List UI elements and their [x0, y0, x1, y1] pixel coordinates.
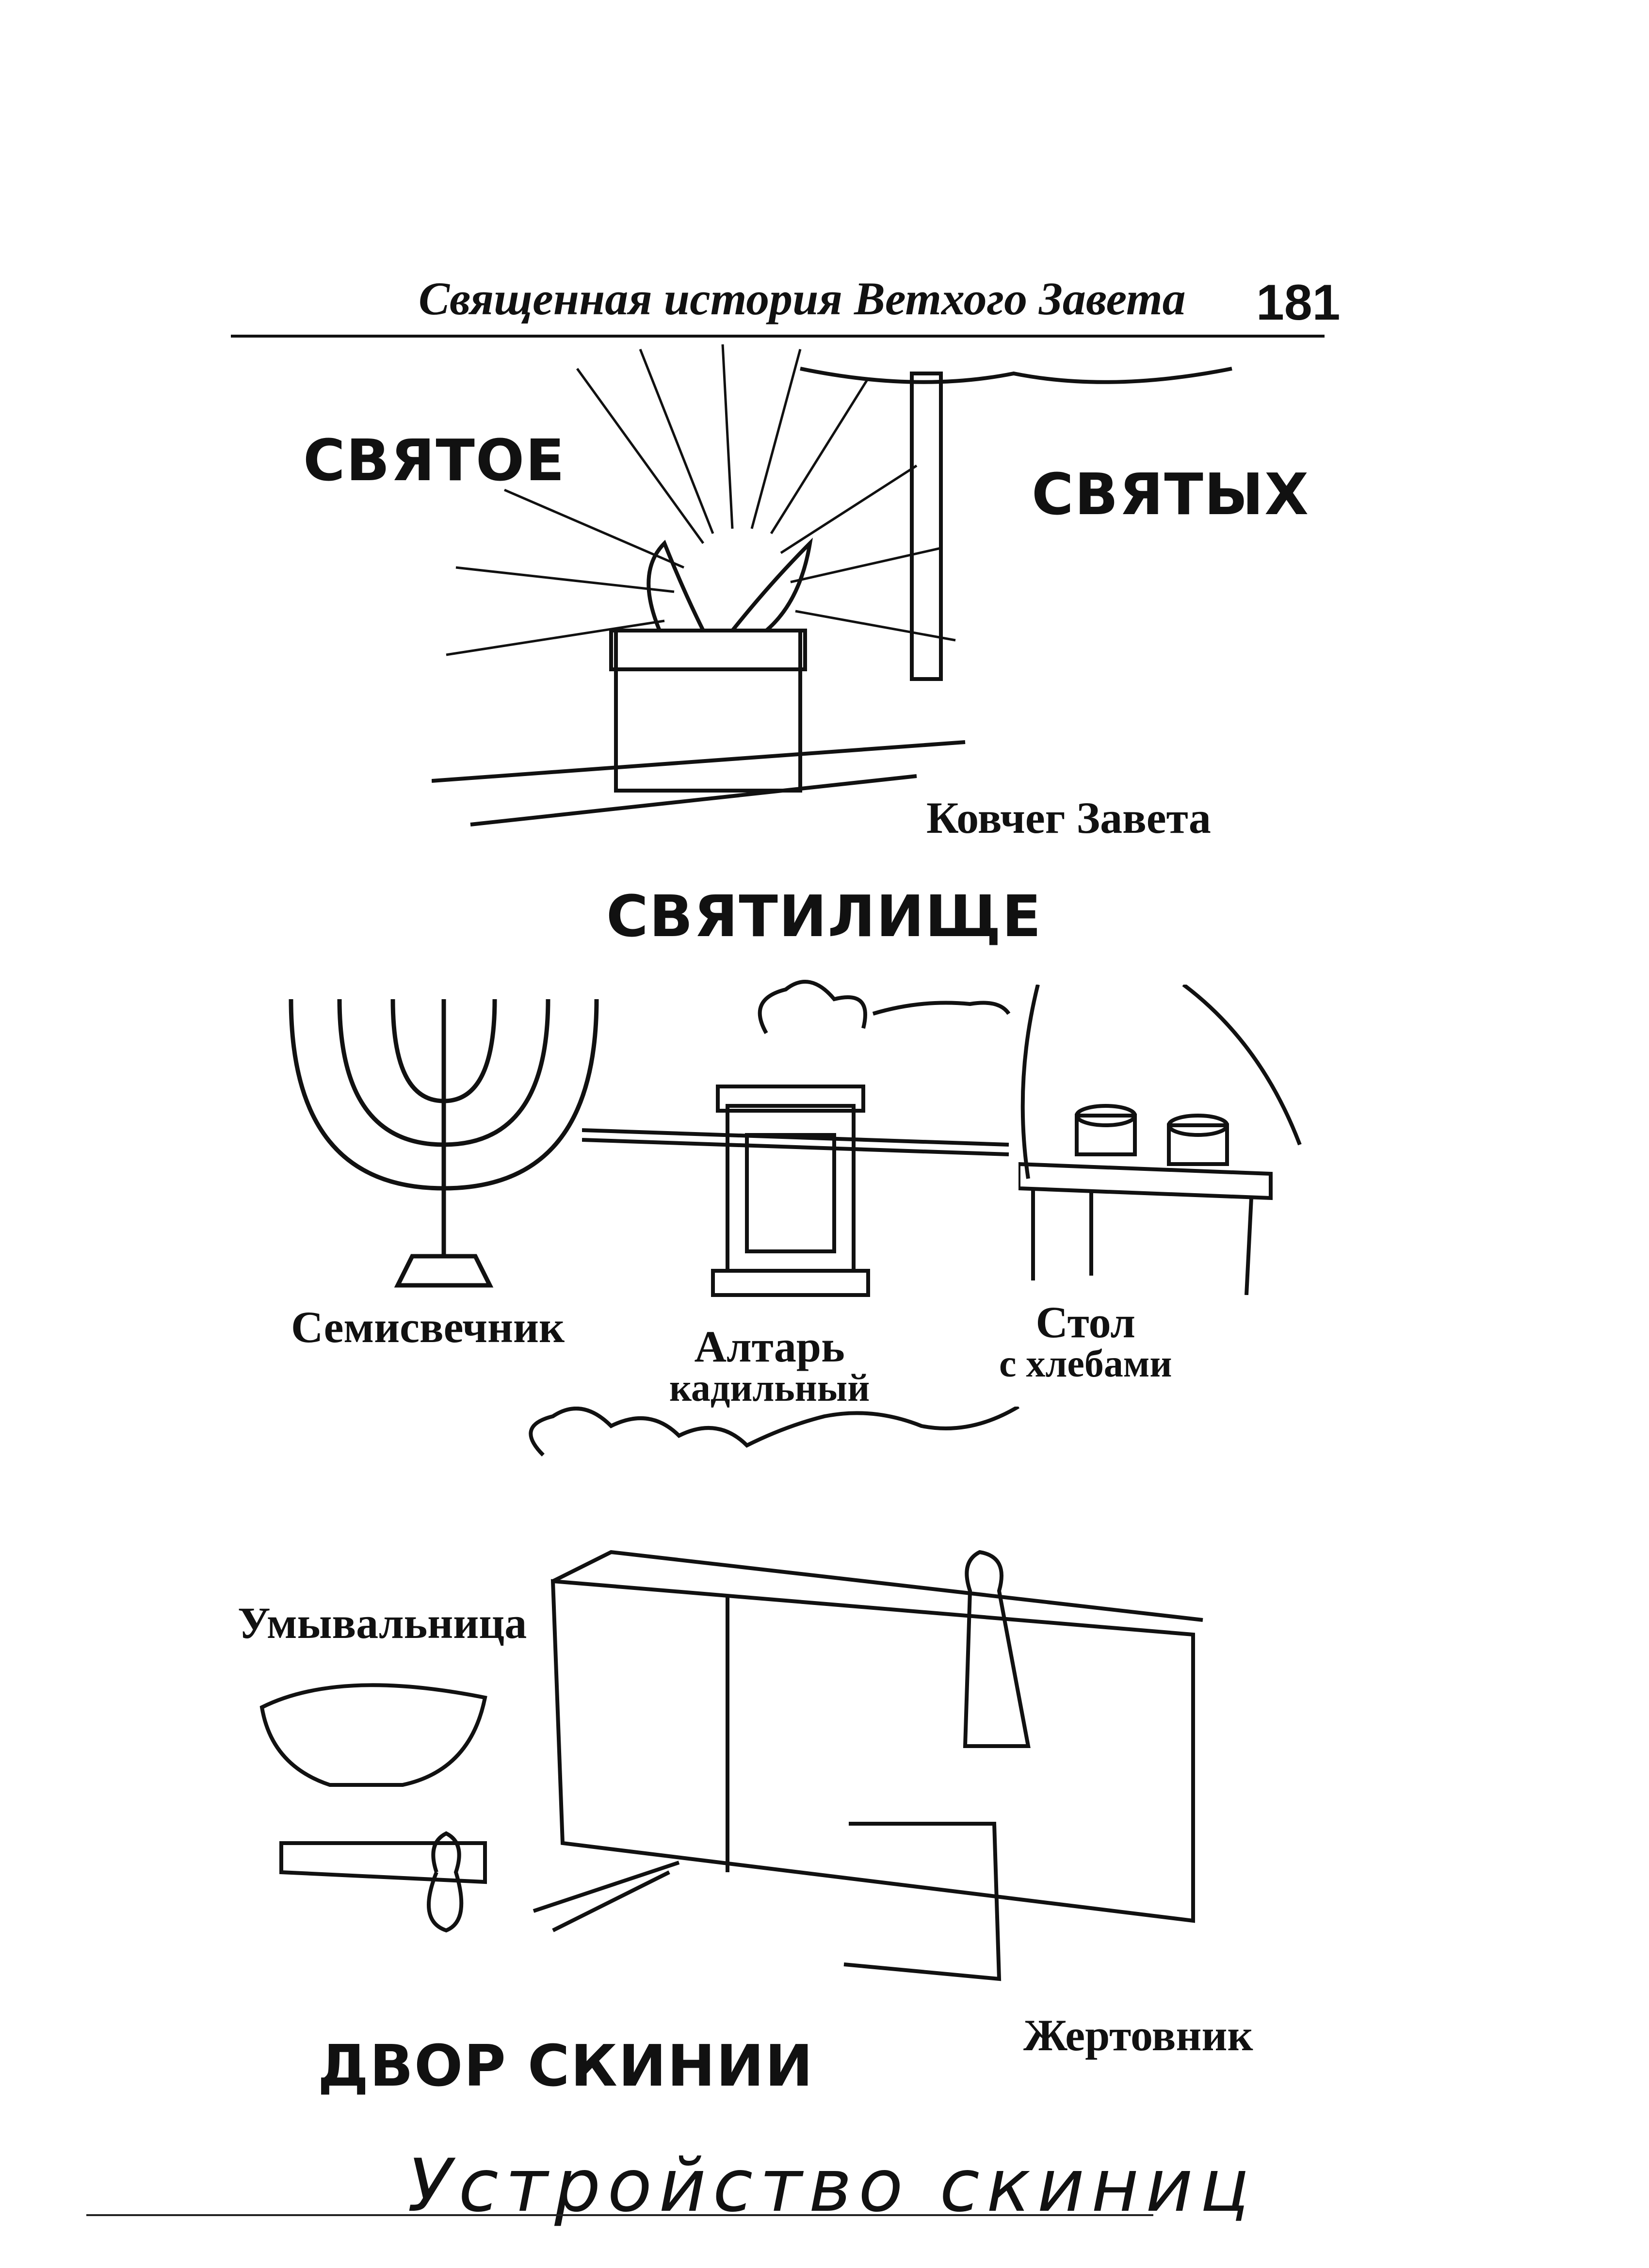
incense-altar-label-line2: кадильный: [669, 1367, 870, 1409]
courtyard-illustration: [259, 1407, 1203, 1981]
header-rule: [231, 335, 1325, 338]
laver-label: Умывальница: [238, 1598, 527, 1648]
page-number: 181: [1256, 275, 1341, 331]
menorah-illustration: [289, 999, 599, 1288]
burnt-offering-altar-label: Жертовник: [1023, 2010, 1253, 2060]
running-header-title: Священная история Ветхого Завета: [419, 273, 1186, 324]
courtyard-title: ДВОР СКИНИИ: [318, 2032, 814, 2099]
incense-altar-label: Алтарь кадильный: [669, 1324, 870, 1408]
menorah-label: Семисвечник: [291, 1302, 565, 1352]
incense-altar-illustration: [582, 980, 1011, 1297]
showbread-table-label: Стол с хлебами: [999, 1300, 1172, 1383]
incense-altar-label-line1: Алтарь: [694, 1322, 845, 1371]
ark-label: Ковчег Завета: [926, 793, 1211, 842]
bottom-rule: [86, 2214, 1153, 2216]
holy-of-holies-title-right: СВЯТЫХ: [1032, 461, 1310, 528]
sanctuary-title: СВЯТИЛИЩЕ: [606, 883, 1042, 950]
showbread-table-label-line1: Стол: [1035, 1297, 1136, 1347]
holy-of-holies-title-left: СВЯТОЕ: [303, 427, 566, 494]
showbread-table-label-line2: с хлебами: [999, 1343, 1172, 1385]
showbread-table-illustration: [1018, 985, 1302, 1295]
ark-of-covenant-illustration: [432, 344, 1232, 826]
